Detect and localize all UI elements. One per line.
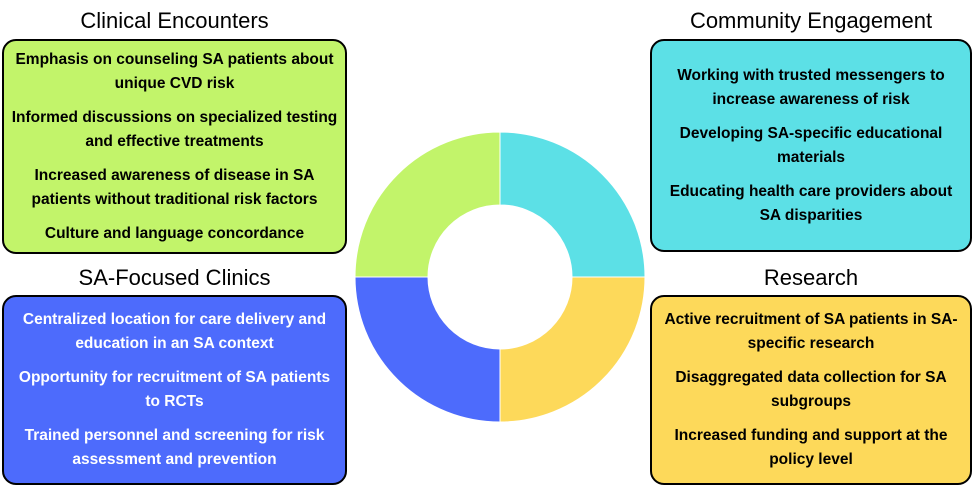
community-engagement-heading: Community Engagement	[689, 8, 933, 33]
clinical-encounters-heading: Clinical Encounters	[80, 8, 269, 33]
clinical-item: Informed discussions on specialized test…	[11, 108, 338, 150]
sa-focused-clinics-heading: SA-Focused Clinics	[78, 265, 271, 290]
clinics-item: Centralized location for care delivery a…	[22, 311, 327, 352]
clinical-encounters-box: Emphasis on counseling SA patients about…	[2, 39, 347, 254]
research-box: Active recruitment of SA patients in SA-…	[650, 295, 972, 485]
donut-segment-clinical-encounters	[354, 131, 501, 278]
community-item: Developing SA-specific educational mater…	[679, 124, 943, 166]
research-item: Increased funding and support at the pol…	[674, 427, 948, 468]
clinics-item: Opportunity for recruitment of SA patien…	[18, 369, 331, 410]
research-item: Active recruitment of SA patients in SA-…	[664, 311, 958, 352]
clinical-item: Increased awareness of disease in SA pat…	[31, 166, 318, 208]
clinics-item: Trained personnel and screening for risk…	[24, 427, 325, 468]
donut-segment-research	[499, 276, 646, 423]
research-heading: Research	[763, 265, 859, 290]
community-engagement-box: Working with trusted messengers to incre…	[650, 39, 972, 252]
clinical-item: Culture and language concordance	[44, 224, 305, 242]
quadrant-donut	[354, 131, 646, 423]
sa-focused-clinics-box: Centralized location for care delivery a…	[2, 295, 347, 485]
donut-segment-sa-focused-clinics	[354, 276, 501, 423]
donut-segment-community-engagement	[499, 131, 646, 278]
research-item: Disaggregated data collection for SA sub…	[675, 369, 947, 410]
community-item: Educating health care providers about SA…	[669, 182, 953, 224]
community-item: Working with trusted messengers to incre…	[677, 66, 945, 108]
clinical-item: Emphasis on counseling SA patients about…	[15, 50, 334, 92]
